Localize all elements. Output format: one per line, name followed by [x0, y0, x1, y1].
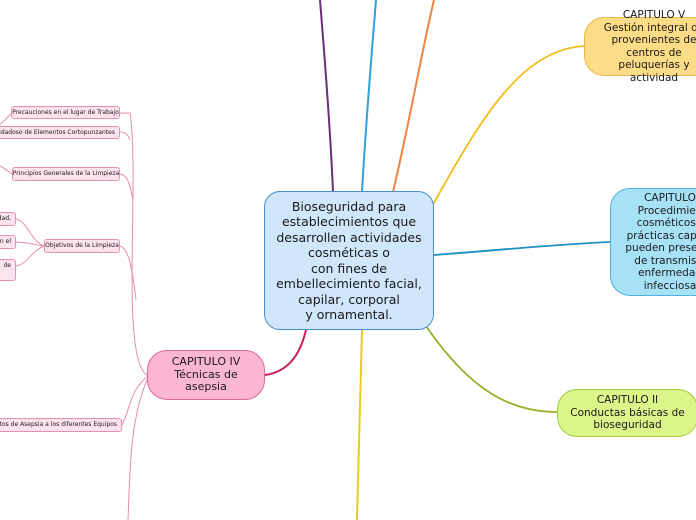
subtopic-objetivo-3[interactable]: de — [0, 259, 16, 281]
connector-sub-principios — [119, 173, 134, 201]
connector-sub-objetivos — [119, 245, 137, 301]
subtopic-objetivo-1[interactable]: edad, — [0, 212, 16, 226]
connector-precauciones-left — [0, 112, 13, 125]
subtopic-asepsia-equipos[interactable]: entos de Asepsia a los diferentes Equipo… — [0, 418, 122, 432]
subtopic-precauciones[interactable]: Precauciones en el lugar de Trabajo — [11, 106, 120, 119]
chapter-gestion-integral[interactable]: CAPITULO V Gestión integral de provenien… — [584, 9, 696, 84]
connector-objetivos-1 — [15, 218, 45, 247]
connector-capitulo-v — [429, 45, 585, 211]
subtopic-principios-limpieza[interactable]: Principios Generales de la Limpieza — [12, 167, 120, 181]
chapter-tecnicas-asepsia[interactable]: CAPITULO IV Técnicas de asepsia — [147, 350, 265, 400]
connector-objetivos-2 — [15, 241, 45, 247]
connector-capitulo-procedimientos — [433, 241, 611, 256]
connector-sub-cuidadoso — [119, 131, 131, 141]
central-topic[interactable]: Bioseguridad para establecimientos que d… — [264, 191, 434, 330]
chapter-procedimientos[interactable]: CAPITULO Procedimien cosméticos ( prácti… — [610, 188, 696, 296]
connector-sub-bottom — [127, 379, 148, 520]
connector-capitulo-ii — [425, 325, 558, 413]
connector-top-blue — [361, 0, 377, 193]
subtopic-cuidadoso[interactable]: Cuidadoso de Elementos Cortopunzantes — [0, 126, 120, 139]
connector-capitulo-iv — [264, 329, 307, 376]
connector-sub-precauciones — [120, 112, 148, 376]
connector-bottom-yellow — [356, 329, 363, 520]
chapter-conductas-basicas[interactable]: CAPITULO II Conductas básicas de biosegu… — [557, 389, 696, 437]
connector-top-orange — [392, 0, 435, 193]
subtopic-objetivos-limpieza[interactable]: Objetivos de la Limpieza — [44, 239, 120, 253]
connector-principios-left — [0, 165, 13, 175]
connector-top-purple — [319, 0, 334, 193]
connector-objetivos-3 — [15, 245, 45, 267]
connector-sub-asepsia — [121, 376, 148, 426]
subtopic-objetivo-2[interactable]: n el — [0, 235, 16, 249]
